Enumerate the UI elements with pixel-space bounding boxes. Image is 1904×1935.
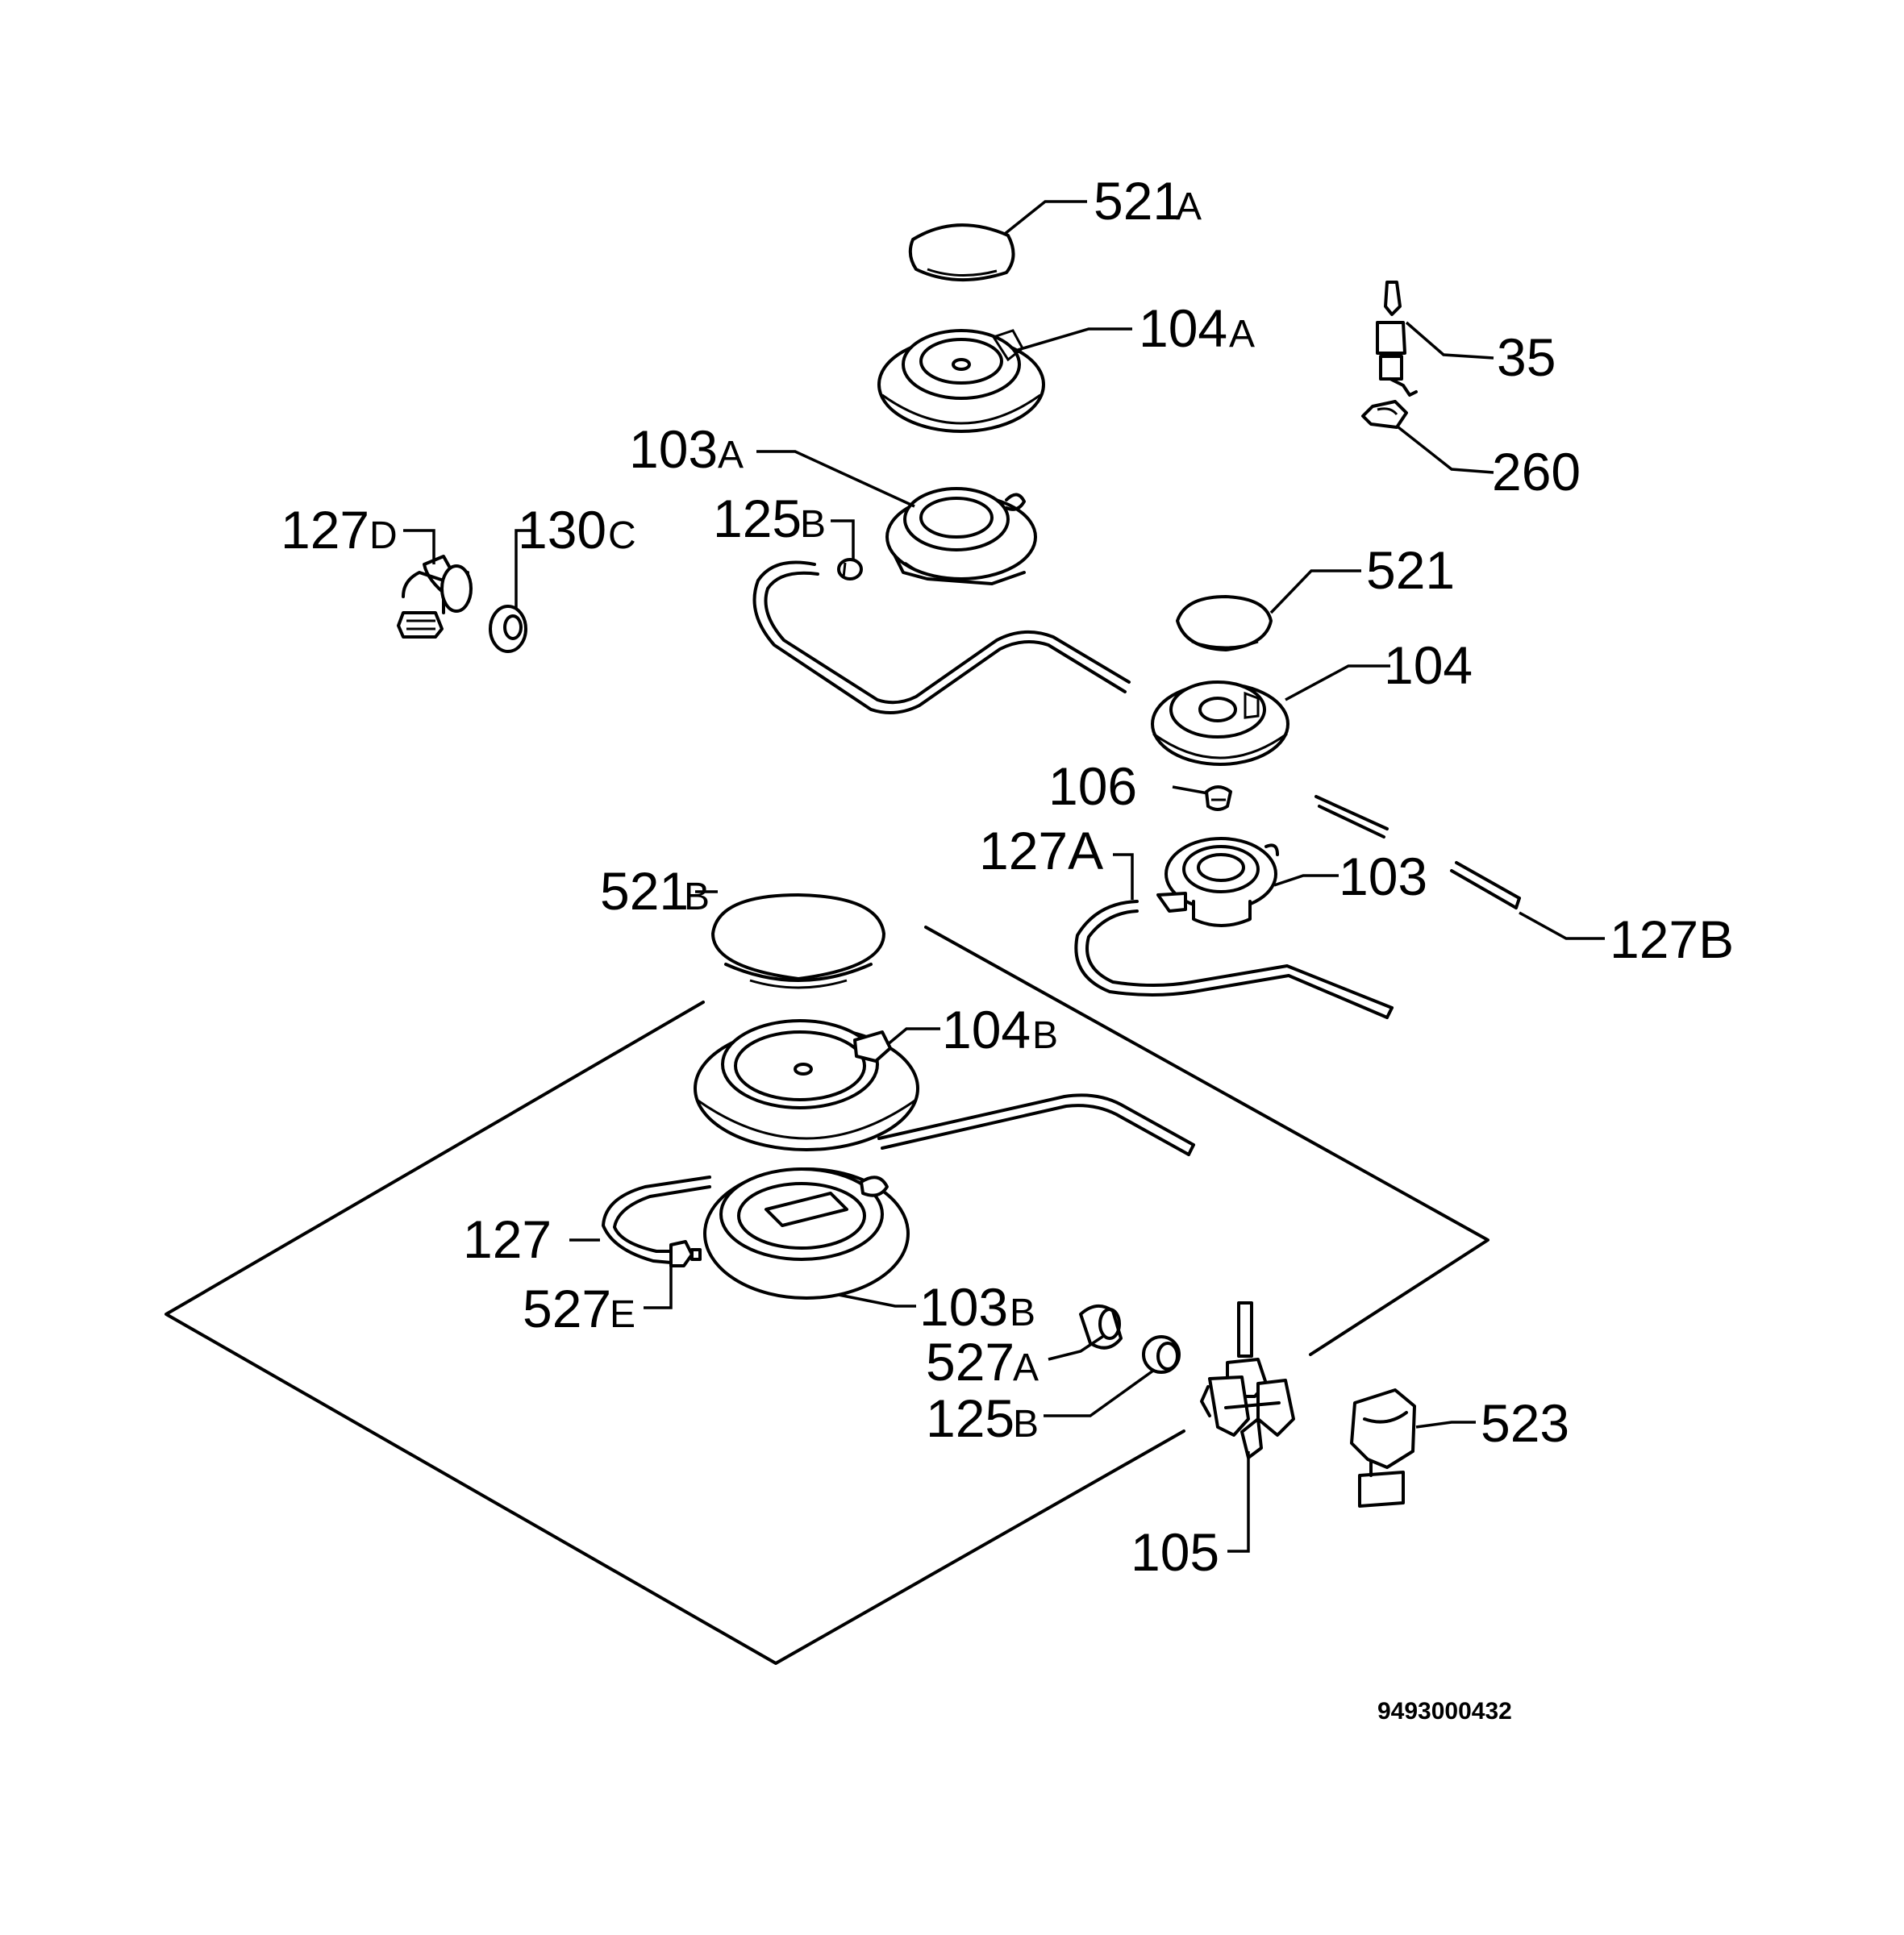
- svg-text:B: B: [800, 503, 826, 546]
- label-125b-bottom: 125 B: [926, 1388, 1039, 1448]
- label-125b-top: 125 B: [713, 489, 826, 548]
- gas-pipe-127a: [1074, 900, 1394, 1019]
- gas-pipe-upper: [752, 560, 1131, 714]
- svg-text:D: D: [369, 514, 398, 557]
- svg-text:B: B: [1013, 1403, 1039, 1446]
- svg-text:127: 127: [281, 500, 369, 560]
- svg-text:103: 103: [919, 1277, 1008, 1337]
- label-104a: 104 A: [1139, 298, 1255, 358]
- document-id: 9493000432: [1377, 1698, 1512, 1725]
- svg-text:A: A: [718, 434, 744, 476]
- svg-text:103: 103: [1339, 847, 1427, 906]
- label-521a: 521 A: [1094, 171, 1202, 231]
- svg-text:B: B: [1010, 1292, 1035, 1334]
- label-260: 260: [1492, 442, 1581, 501]
- svg-text:127B: 127B: [1610, 909, 1734, 969]
- label-105: 105: [1131, 1522, 1219, 1582]
- gas-pipe-127b: [1314, 795, 1521, 909]
- label-130c: 130 C: [518, 500, 636, 560]
- label-521b: 521 B: [600, 861, 710, 921]
- svg-text:130: 130: [518, 500, 606, 560]
- label-35: 35: [1497, 327, 1556, 387]
- svg-text:125: 125: [926, 1388, 1014, 1448]
- svg-text:35: 35: [1497, 327, 1556, 387]
- label-127d: 127 D: [281, 500, 398, 560]
- svg-text:106: 106: [1048, 756, 1137, 816]
- burner-cap-521: [1176, 595, 1273, 651]
- svg-text:104: 104: [942, 1000, 1031, 1059]
- burner-base-103a: [885, 487, 1037, 585]
- svg-text:104: 104: [1384, 635, 1473, 695]
- label-521: 521: [1366, 540, 1455, 600]
- label-104b: 104 B: [942, 1000, 1058, 1059]
- svg-text:E: E: [610, 1293, 635, 1336]
- bracket-523: [1350, 1388, 1416, 1508]
- burner-base-103b: [703, 1167, 910, 1300]
- label-527e: 527 E: [523, 1279, 635, 1338]
- nut-527a: [1079, 1305, 1123, 1350]
- svg-text:527: 527: [523, 1279, 611, 1338]
- injector-125b-bottom: [1142, 1335, 1181, 1374]
- leader-lines: [403, 200, 1605, 1553]
- nut-527e: [669, 1240, 702, 1267]
- label-527a: 527 A: [926, 1332, 1039, 1392]
- electrode-clip-260: [1361, 400, 1408, 429]
- svg-text:527: 527: [926, 1332, 1014, 1392]
- injector-125b-top: [837, 558, 863, 580]
- label-103a: 103 A: [629, 419, 744, 479]
- burner-head-104a: [877, 329, 1045, 433]
- svg-text:104: 104: [1139, 298, 1227, 358]
- gas-tap-105: [1200, 1301, 1295, 1459]
- label-127a: 127A: [979, 821, 1103, 880]
- label-104: 104: [1384, 635, 1473, 695]
- burner-head-104: [1151, 680, 1289, 766]
- svg-text:C: C: [608, 514, 636, 557]
- elbow-fitting-127d: [397, 555, 473, 639]
- svg-text:A: A: [1013, 1346, 1039, 1389]
- svg-text:260: 260: [1492, 442, 1581, 501]
- svg-text:127A: 127A: [979, 821, 1103, 880]
- label-127: 127: [463, 1209, 552, 1269]
- svg-text:A: A: [1229, 313, 1255, 356]
- ignition-electrode-35: [1376, 281, 1418, 397]
- gas-pipe-127: [602, 1176, 711, 1264]
- burner-head-104b: [694, 1019, 919, 1151]
- svg-text:521: 521: [1366, 540, 1455, 600]
- label-106: 106: [1048, 756, 1137, 816]
- burner-base-103: [1156, 837, 1279, 927]
- label-103b: 103 B: [919, 1277, 1035, 1337]
- svg-text:125: 125: [713, 489, 802, 548]
- svg-text:105: 105: [1131, 1522, 1219, 1582]
- svg-text:103: 103: [629, 419, 718, 479]
- svg-text:521: 521: [600, 861, 689, 921]
- label-523: 523: [1481, 1393, 1569, 1453]
- label-103: 103: [1339, 847, 1427, 906]
- burner-cap-521b: [711, 893, 885, 989]
- washer-130c: [489, 605, 527, 653]
- gas-pipe-lower: [877, 1093, 1195, 1156]
- svg-text:523: 523: [1481, 1393, 1569, 1453]
- nozzle-106: [1205, 785, 1232, 811]
- svg-text:127: 127: [463, 1209, 552, 1269]
- svg-text:A: A: [1176, 185, 1202, 228]
- hob-plate-outline: [165, 926, 1489, 1665]
- burner-cap-521a: [908, 223, 1015, 282]
- svg-text:B: B: [1032, 1014, 1058, 1057]
- svg-text:521: 521: [1094, 171, 1182, 231]
- label-127b: 127B: [1610, 909, 1734, 969]
- svg-text:B: B: [684, 876, 710, 918]
